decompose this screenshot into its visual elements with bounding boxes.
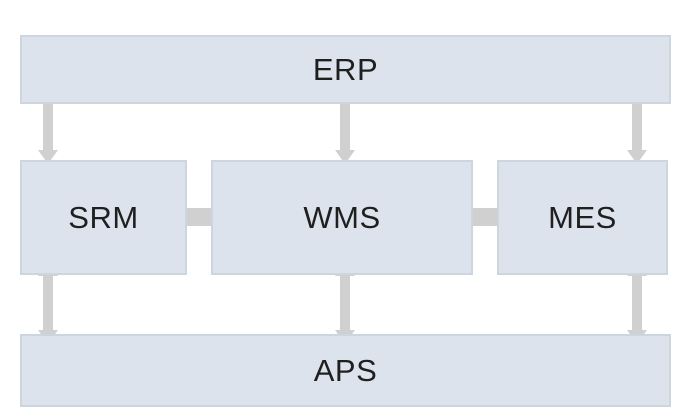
- mes-label: MES: [548, 199, 617, 235]
- srm-box: SRM: [20, 160, 187, 275]
- erp-box: ERP: [20, 35, 671, 104]
- erp-label: ERP: [312, 51, 379, 87]
- aps-label: APS: [313, 352, 378, 388]
- aps-box: APS: [20, 334, 671, 407]
- srm-label: SRM: [68, 199, 139, 235]
- wms-box: WMS: [211, 160, 473, 275]
- mes-box: MES: [497, 160, 668, 275]
- wms-label: WMS: [303, 199, 381, 235]
